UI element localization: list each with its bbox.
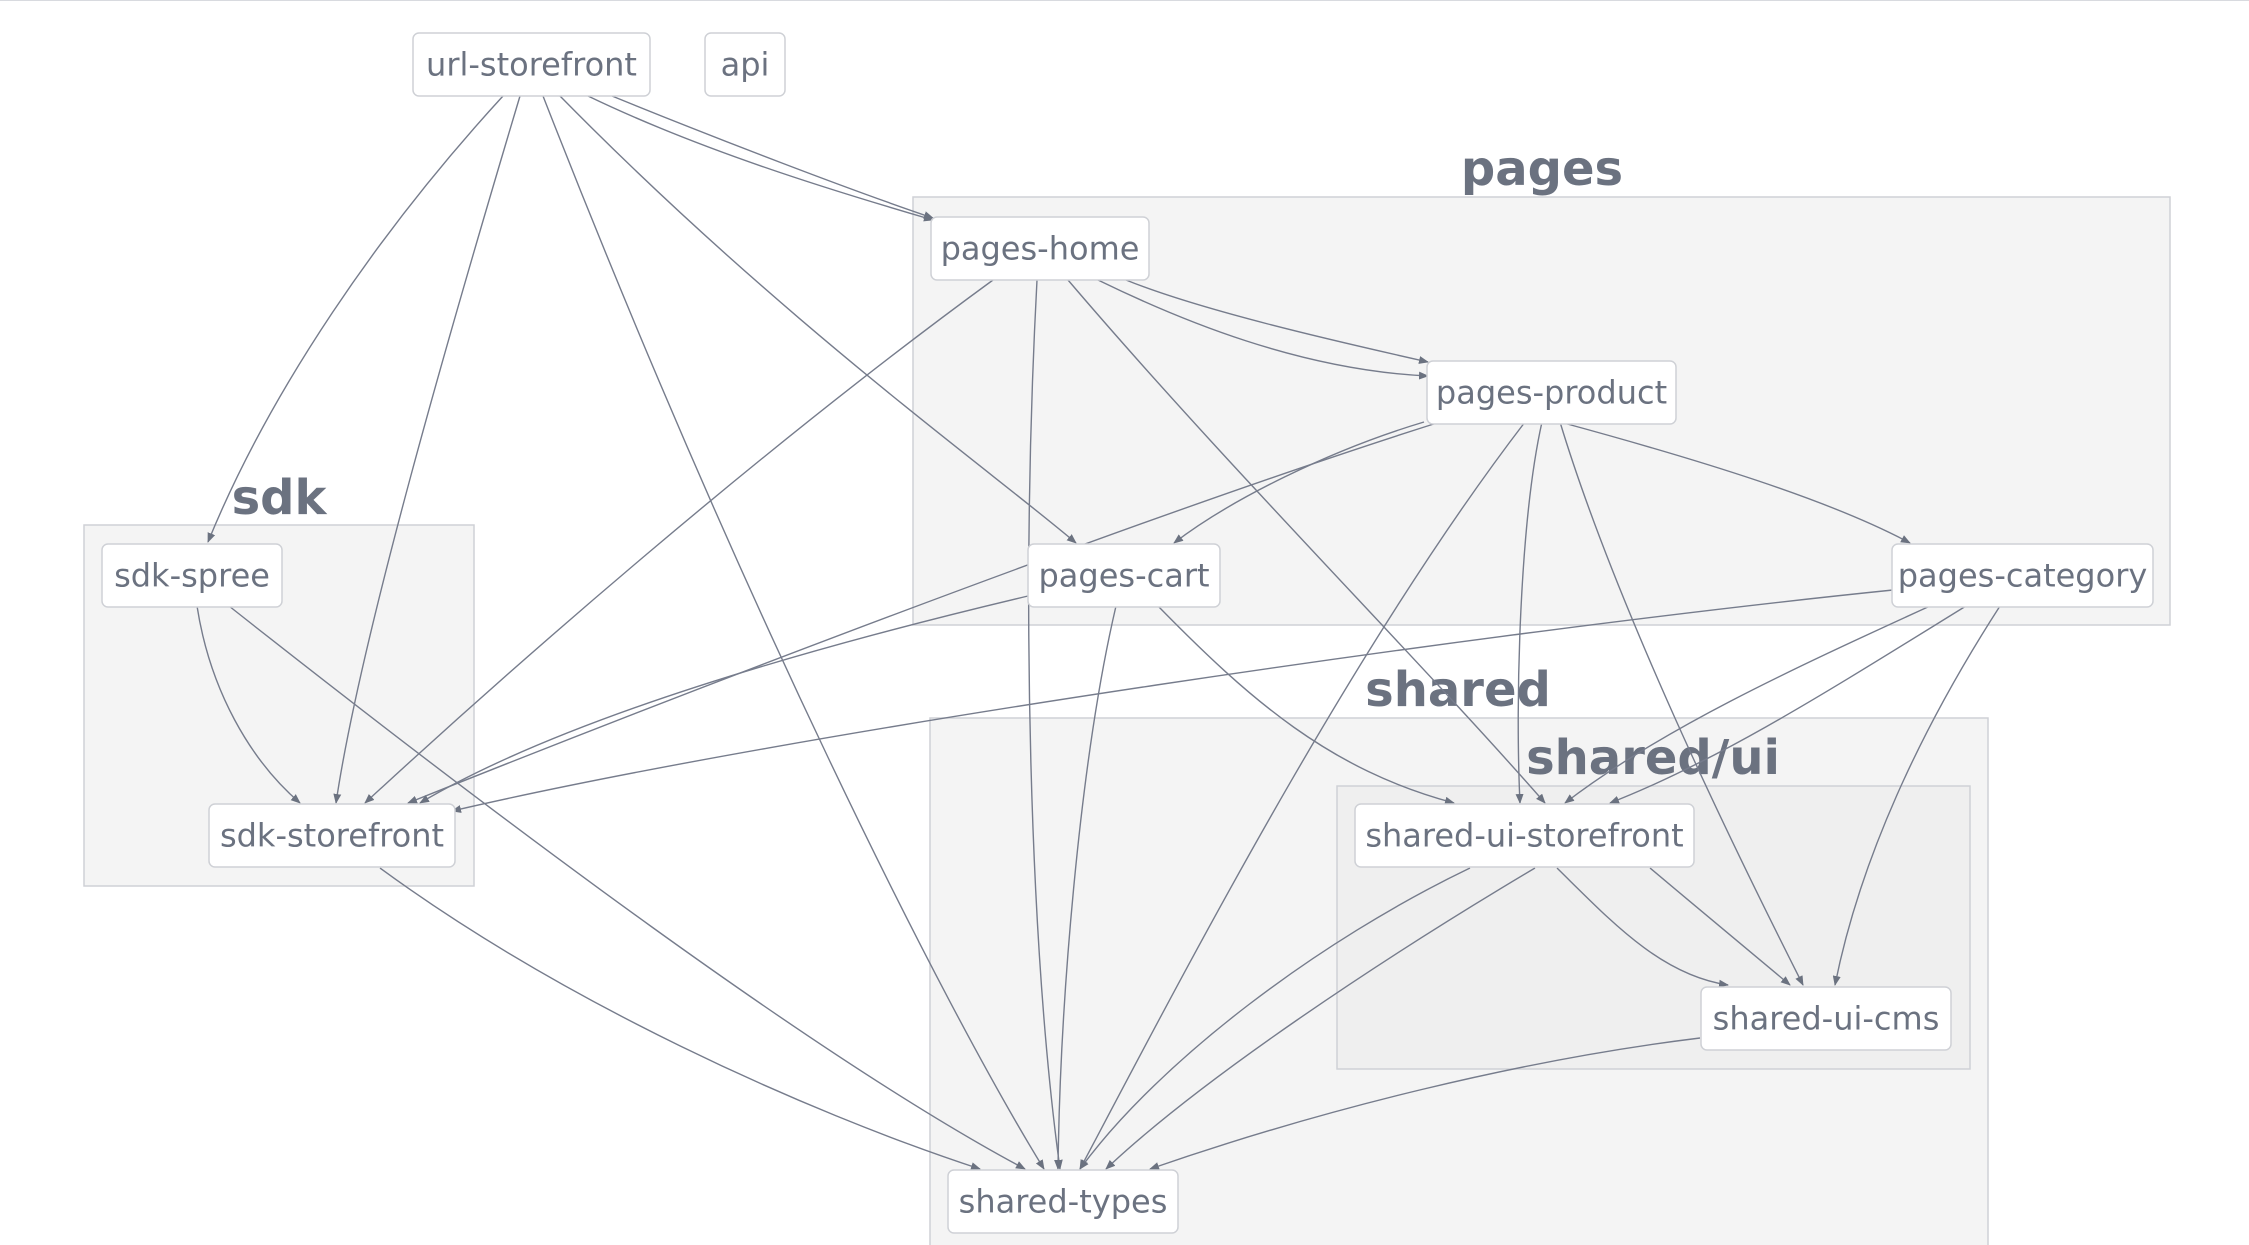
edge-pages-home-shared-ui-storefront [1067,279,1546,804]
group-label-shared: shared [1365,662,1551,718]
edge-pages-product-shared-ui-storefront [1515,421,1543,804]
edge-url-storefront-sdk-spree [207,95,504,543]
node-label-pages-product: pages-product [1436,374,1667,412]
edge-sdk-spree-sdk-storefront [196,605,301,804]
group-label-shared-ui: shared/ui [1526,730,1780,786]
edge-pages-product-shared-ui-cms [1559,421,1804,986]
edge-sdk-spree-shared-types [228,605,1026,1170]
edge-pages-category-shared-ui-cms [1832,605,2001,986]
edge-url-storefront-pages-home-a [587,95,934,222]
edge-pages-home-pages-product-b [1097,279,1429,380]
edge-url-storefront-pages-home-b [611,95,934,219]
node-label-shared-types: shared-types [959,1183,1168,1221]
top-border [0,0,2249,1]
edge-shared-ui-storefront-shared-ui-cms-a [1556,867,1729,988]
edge-pages-home-shared-types [1028,279,1063,1170]
edge-pages-cart-shared-types [1054,605,1117,1170]
edge-pages-category-sdk-storefront [451,589,1894,813]
node-shared-ui-cms[interactable]: shared-ui-cms [1700,986,1952,1051]
edges [196,95,2001,1170]
edge-url-storefront-pages-cart [559,95,1077,544]
edge-sdk-storefront-shared-types [379,867,981,1170]
edge-pages-product-pages-cart [1173,421,1425,544]
node-label-shared-ui-storefront: shared-ui-storefront [1365,817,1683,855]
node-label-pages-cart: pages-cart [1038,557,1209,595]
node-label-pages-category: pages-category [1898,557,2148,595]
edge-pages-cart-shared-ui-storefront [1157,605,1455,805]
edge-shared-ui-storefront-shared-types-b [1105,867,1536,1170]
node-pages-home[interactable]: pages-home [930,216,1150,281]
node-label-url-storefront: url-storefront [426,46,637,84]
edge-shared-ui-storefront-shared-ui-cms-b [1649,867,1791,986]
node-label-sdk-spree: sdk-spree [114,557,270,595]
node-label-sdk-storefront: sdk-storefront [220,817,444,855]
edge-pages-product-sdk-storefront [407,421,1441,804]
node-shared-types[interactable]: shared-types [947,1169,1179,1234]
node-pages-category[interactable]: pages-category [1891,543,2154,608]
node-url-storefront[interactable]: url-storefront [412,32,651,97]
node-api[interactable]: api [704,32,786,97]
node-pages-product[interactable]: pages-product [1426,360,1677,425]
node-pages-cart[interactable]: pages-cart [1027,543,1221,608]
edge-pages-home-sdk-storefront [364,279,994,804]
edge-pages-product-pages-category [1559,421,1911,544]
node-label-shared-ui-cms: shared-ui-cms [1713,1000,1940,1038]
group-label-sdk: sdk [232,470,328,526]
group-label-pages: pages [1461,141,1623,197]
node-label-api: api [721,46,770,84]
edge-shared-ui-storefront-shared-types-a [1079,867,1471,1170]
node-sdk-spree[interactable]: sdk-spree [101,543,283,608]
edge-shared-ui-cms-shared-types [1149,1037,1701,1170]
edge-url-storefront-shared-types [542,95,1045,1170]
edge-url-storefront-sdk-storefront [333,95,521,804]
node-sdk-storefront[interactable]: sdk-storefront [208,803,456,868]
edge-pages-category-shared-ui-storefront-b [1609,605,1967,804]
edge-pages-home-pages-product-a [1125,279,1429,364]
edge-pages-cart-sdk-storefront [419,595,1029,804]
edge-pages-product-shared-types [1079,421,1526,1170]
node-label-pages-home: pages-home [941,230,1140,268]
edge-pages-category-shared-ui-storefront-a [1564,605,1931,804]
node-shared-ui-storefront[interactable]: shared-ui-storefront [1354,803,1695,868]
